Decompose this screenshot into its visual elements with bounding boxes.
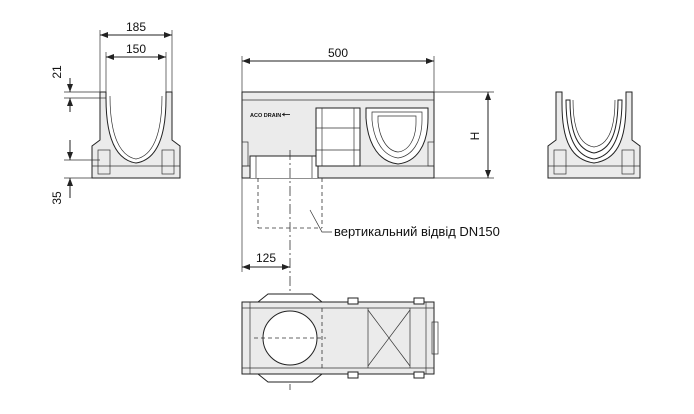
dim-height: H	[468, 132, 482, 141]
dim-base-height: 35	[50, 191, 64, 205]
aco-drain-logo: ACO DRAIN	[250, 113, 281, 119]
cross-section-view	[64, 30, 181, 198]
dim-inner-width: 150	[126, 42, 146, 56]
outlet-label-size: 150	[478, 224, 500, 239]
dim-outer-width: 185	[126, 20, 146, 34]
dim-length: 500	[328, 46, 348, 60]
dim-rim-height: 21	[50, 65, 64, 79]
outlet-label-text: вертикальний відвід DN	[334, 224, 478, 239]
arrow-left-icon	[282, 112, 290, 117]
outlet-label: вертикальний відвід DN150	[334, 224, 500, 239]
end-view	[547, 91, 641, 179]
plan-view	[241, 293, 439, 383]
dim-outlet-offset: 125	[256, 251, 276, 265]
